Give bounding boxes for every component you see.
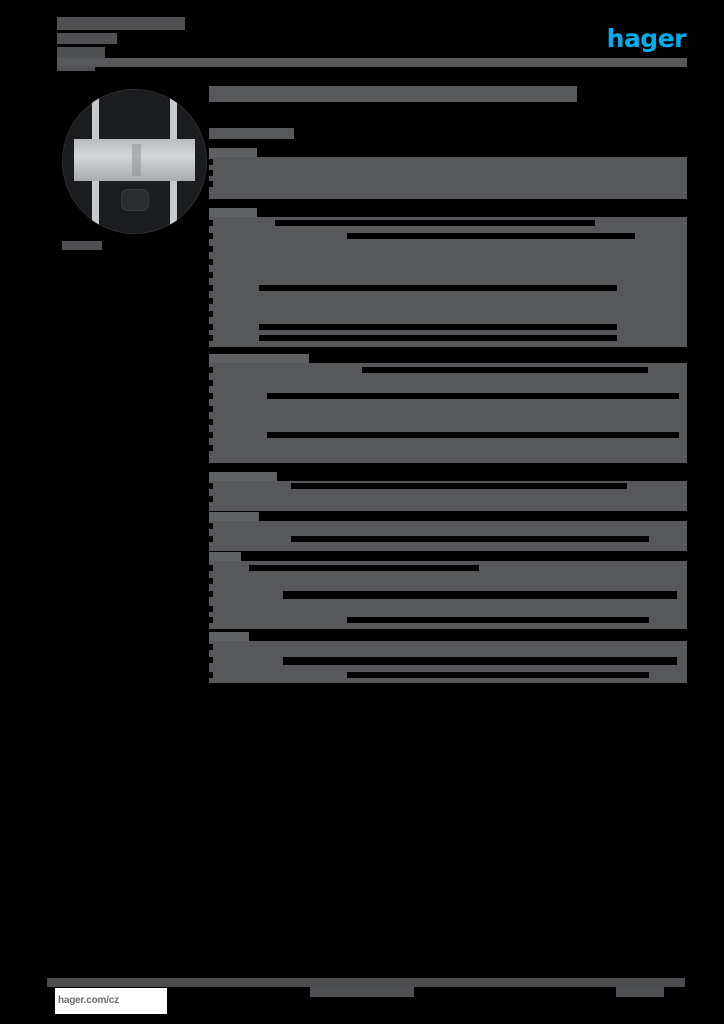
section-5-row-2-value: [291, 536, 649, 542]
section-4-row-1-value: [291, 483, 627, 489]
section-2-row-1-value: [275, 220, 595, 226]
footer-center-text: [310, 986, 414, 997]
section-3-row-6-label: [209, 432, 213, 438]
page-footer: [0, 975, 724, 1024]
section-2-row-9-value: [259, 324, 617, 330]
product-led-indicator: [121, 189, 149, 211]
section-2-title: [209, 208, 257, 217]
section-2-row-2-value: [347, 233, 635, 239]
section-6-title: [209, 552, 241, 561]
section-7-row-3-label: [209, 672, 213, 678]
section-2-row-6-value: [259, 285, 617, 291]
section-2-row-3-label: [209, 246, 213, 252]
section-1-row-1-label: [209, 159, 213, 165]
document-title-line-2: [57, 33, 117, 44]
section-3-row-3-value: [267, 393, 679, 399]
section-7-row-2-value: [283, 657, 677, 665]
section-1-row-3-label: [209, 181, 213, 187]
section-2-row-1-label: [209, 220, 213, 226]
section-2-row-4-label: [209, 259, 213, 265]
section-2-row-6-label: [209, 285, 213, 291]
section-2-row-2-label: [209, 233, 213, 239]
section-2-row-9-label: [209, 324, 213, 330]
product-reference-code: [62, 241, 102, 250]
section-4-row-1-label: [209, 483, 213, 489]
product-photo: [62, 89, 207, 234]
section-6-row-2-label: [209, 578, 213, 584]
footer-divider: [47, 978, 685, 987]
footer-url-link[interactable]: hager.com/cz: [55, 988, 167, 1014]
section-7-title: [209, 632, 249, 641]
section-6-row-3-label: [209, 591, 213, 597]
section-3-row-1-label: [209, 367, 213, 373]
page-title: [209, 86, 577, 102]
section-3-body: [209, 363, 687, 463]
section-3-row-3-label: [209, 393, 213, 399]
section-6-row-1-label: [209, 565, 213, 571]
section-4-row-2-label: [209, 496, 213, 502]
product-figure: [62, 89, 207, 250]
header-divider: [57, 58, 687, 67]
section-6-row-5-value: [347, 617, 649, 623]
section-5-row-2-label: [209, 536, 213, 542]
section-6-row-4-label: [209, 606, 213, 612]
document-title-line-3: [57, 47, 105, 58]
page-subtitle: [209, 128, 294, 139]
section-3-row-4-label: [209, 406, 213, 412]
section-5-row-1-label: [209, 523, 213, 529]
section-7-row-1-label: [209, 644, 213, 650]
section-2-row-10-label: [209, 335, 213, 341]
footer-page-number: [616, 986, 664, 997]
section-3-row-6-value: [267, 432, 679, 438]
product-sensor-lens: [74, 139, 195, 181]
section-3-row-1-value: [362, 367, 648, 373]
page-header: hager: [0, 0, 724, 78]
product-reference-caption: [62, 241, 102, 250]
footer-page-number: [616, 986, 664, 997]
section-7-row-3-value: [347, 672, 649, 678]
section-4-title: [209, 472, 277, 481]
section-5-title: [209, 512, 259, 521]
section-1-body: [209, 157, 687, 199]
section-6-row-3-value: [283, 591, 677, 599]
section-6-row-1-value: [249, 565, 479, 571]
section-7-row-2-label: [209, 657, 213, 663]
section-3-row-7-label: [209, 445, 213, 451]
section-1-title: [209, 148, 257, 157]
section-3-title: [209, 354, 309, 363]
section-2-row-10-value: [259, 335, 617, 341]
section-3-row-5-label: [209, 419, 213, 425]
footer-center-text: [310, 986, 414, 997]
section-1-row-2-label: [209, 170, 213, 176]
hager-logo: hager: [606, 24, 687, 53]
section-2-row-8-label: [209, 311, 213, 317]
section-6-row-5-label: [209, 617, 213, 623]
section-2-row-7-label: [209, 298, 213, 304]
section-3-row-2-label: [209, 380, 213, 386]
section-2-row-5-label: [209, 272, 213, 278]
document-title-line-1: [57, 17, 185, 30]
